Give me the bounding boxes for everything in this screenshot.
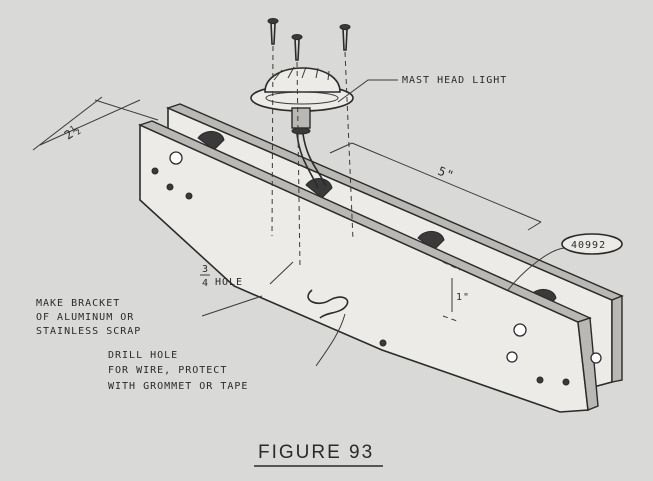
dimension-1: 1" xyxy=(451,278,470,312)
leader-lines xyxy=(201,79,565,367)
hole-size-denominator: 4 xyxy=(202,278,209,289)
bracket-note-line2: OF ALUMINUM OR xyxy=(36,312,134,323)
lower-wire xyxy=(307,289,349,319)
figure-caption: FIGURE 93 xyxy=(254,442,383,467)
hole-size-numerator: 3 xyxy=(202,264,209,275)
dimension-5: 5" xyxy=(329,142,542,231)
mast-head-light xyxy=(250,66,354,189)
part-number-callout: 40992 xyxy=(561,233,623,255)
drill-note-line2: FOR WIRE, PROTECT xyxy=(108,365,227,376)
mast-head-light-label: MAST HEAD LIGHT xyxy=(402,75,507,86)
dimension-1-label: 1" xyxy=(456,292,470,303)
drill-note-line1: DRILL HOLE xyxy=(108,350,178,361)
bracket-note: MAKE BRACKET OF ALUMINUM OR STAINLESS SC… xyxy=(36,298,141,337)
figure-caption-text: FIGURE 93 xyxy=(258,442,374,463)
projection-lines xyxy=(271,45,461,323)
dimension-2-half-label: 2½ xyxy=(62,122,84,143)
dimension-5-label: 5" xyxy=(436,164,456,183)
hole-size-label: 3 4 HOLE xyxy=(200,264,243,289)
bracket-note-line1: MAKE BRACKET xyxy=(36,298,120,309)
drill-note-line3: WITH GROMMET OR TAPE xyxy=(108,381,248,392)
hole-label: HOLE xyxy=(215,277,243,288)
drill-note: DRILL HOLE FOR WIRE, PROTECT WITH GROMME… xyxy=(108,350,248,392)
mounting-screws xyxy=(267,18,351,61)
part-number-label: 40992 xyxy=(571,240,606,251)
bracket-note-line3: STAINLESS SCRAP xyxy=(36,326,141,337)
front-rail xyxy=(138,120,602,413)
